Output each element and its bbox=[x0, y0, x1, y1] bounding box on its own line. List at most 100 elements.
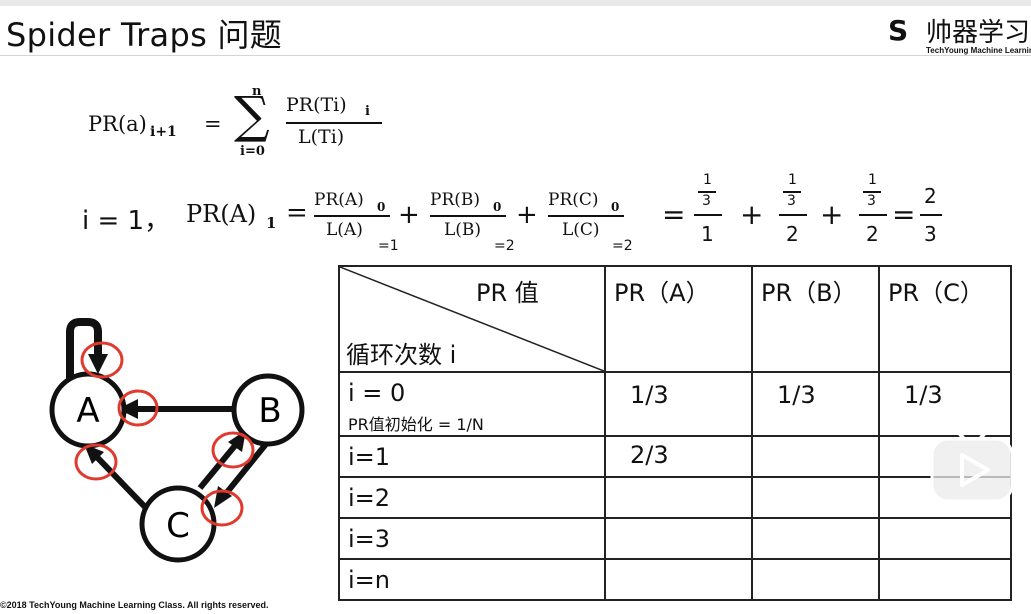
eval-2-inner-den: 3 bbox=[787, 193, 796, 209]
highlight-c-from-b bbox=[200, 489, 244, 527]
node-a-label: A bbox=[76, 391, 99, 431]
eval-3-inner-den: 3 bbox=[867, 193, 876, 209]
row-label-cell: i = 0 PR值初始化 = 1/N bbox=[338, 371, 606, 437]
row-label-cell: i=1 bbox=[338, 435, 606, 478]
node-b-label: B bbox=[258, 391, 281, 431]
plus-1: + bbox=[398, 200, 420, 230]
col-header-c-label: PR（C） bbox=[888, 279, 984, 307]
sigma-symbol: ∑ bbox=[234, 86, 270, 144]
table-cell bbox=[604, 517, 753, 560]
self-loop-head bbox=[88, 354, 108, 374]
term-b-denominator: L(B) bbox=[444, 220, 482, 240]
cell-value: 1/3 bbox=[777, 381, 816, 409]
term-c-num-sub: 0 bbox=[611, 200, 620, 214]
table-row: i=3 bbox=[338, 517, 1012, 560]
video-play-icon bbox=[930, 427, 1014, 503]
row-label: i=n bbox=[348, 566, 390, 594]
corner-top-label: PR 值 bbox=[476, 279, 539, 307]
top-strip bbox=[0, 0, 1031, 6]
eval-2-bar bbox=[779, 214, 807, 216]
table-cell: 2/3 bbox=[604, 435, 753, 478]
term-c-bar bbox=[548, 215, 624, 217]
eval-1-inner-den: 3 bbox=[702, 193, 711, 209]
col-header-c: PR（C） bbox=[878, 265, 1012, 373]
result-bar bbox=[920, 214, 942, 216]
term-b-num-sub: 0 bbox=[493, 200, 502, 214]
plus-3: + bbox=[740, 198, 764, 231]
highlight-a-in bbox=[117, 389, 159, 427]
term-a-denominator: L(A) bbox=[326, 220, 363, 240]
iteration-lhs: PR(A) bbox=[186, 200, 257, 228]
node-c-label: C bbox=[166, 506, 190, 546]
col-header-a: PR（A） bbox=[604, 265, 753, 373]
formula-lhs: PR(a) bbox=[88, 112, 147, 136]
plus-4: + bbox=[820, 198, 844, 231]
title-divider bbox=[0, 55, 1031, 56]
table-cell bbox=[604, 476, 753, 519]
formula-equals: = bbox=[204, 112, 222, 136]
fraction-bar bbox=[286, 122, 382, 124]
table-cell bbox=[604, 558, 753, 601]
sum-lower: i=0 bbox=[240, 144, 265, 159]
formula-lhs-sub: i+1 bbox=[150, 124, 177, 140]
node-b bbox=[231, 373, 305, 447]
plus-2: + bbox=[516, 200, 538, 230]
result-num: 2 bbox=[924, 184, 937, 208]
term-a-den-note: =1 bbox=[378, 238, 399, 254]
eval-1-den: 1 bbox=[701, 222, 714, 246]
row-label: i=3 bbox=[348, 525, 391, 553]
term-c-denominator: L(C) bbox=[562, 220, 600, 240]
link-graph: A B C bbox=[48, 318, 308, 568]
eval-1-bar bbox=[694, 214, 722, 216]
highlight-a-from-c bbox=[74, 443, 118, 481]
equals-2: = bbox=[662, 198, 686, 231]
formula-numerator: PR(Ti) bbox=[286, 94, 347, 116]
eval-2-inner-bar bbox=[783, 191, 801, 193]
table-row: i=n bbox=[338, 558, 1012, 601]
edge-c-to-a-head bbox=[84, 444, 104, 464]
iteration-formula: i = 1， PR(A) 1 = PR(A) 0 L(A) =1 + PR(B)… bbox=[80, 170, 960, 260]
eval-2-inner-num: 1 bbox=[788, 172, 797, 188]
table-cell: 1/3 bbox=[751, 371, 880, 437]
formula-numerator-sub: i bbox=[365, 104, 370, 119]
cell-value: 1/3 bbox=[630, 381, 669, 409]
cell-value: 1/3 bbox=[904, 381, 943, 409]
table-row: i=2 bbox=[338, 476, 1012, 519]
term-a-num-sub: 0 bbox=[377, 200, 386, 214]
result-den: 3 bbox=[924, 222, 937, 246]
iteration-lhs-sub: 1 bbox=[266, 214, 277, 232]
table-cell bbox=[751, 476, 880, 519]
table-cell: 1/3 bbox=[604, 371, 753, 437]
edge-c-to-a bbox=[91, 451, 149, 511]
eval-3-inner-bar bbox=[863, 191, 881, 193]
self-loop-arrow bbox=[66, 318, 102, 384]
table-row: i=1 2/3 bbox=[338, 435, 1012, 478]
highlight-b-from-c bbox=[211, 431, 255, 469]
col-header-b: PR（B） bbox=[751, 265, 880, 373]
eval-3-bar bbox=[859, 214, 887, 216]
corner-diagonal bbox=[340, 267, 604, 372]
formula-denominator: L(Ti) bbox=[298, 126, 345, 148]
table-cell bbox=[878, 517, 1012, 560]
table-cell bbox=[878, 558, 1012, 601]
table-cell: 1/3 bbox=[878, 371, 1012, 437]
table-cell bbox=[751, 517, 880, 560]
term-b-numerator: PR(B) bbox=[430, 190, 480, 210]
corner-cell: PR 值 循环次数 i bbox=[338, 265, 606, 373]
pr-table: PR 值 循环次数 i PR（A） PR（B） PR（C） i = 0 PR值初… bbox=[338, 265, 1012, 601]
corner-bottom-label: 循环次数 i bbox=[346, 341, 457, 369]
table-cell bbox=[751, 558, 880, 601]
row-label-cell: i=n bbox=[338, 558, 606, 601]
eval-3-den: 2 bbox=[866, 222, 879, 246]
row-label: i = 0 bbox=[348, 379, 406, 407]
term-a-bar bbox=[314, 215, 390, 217]
highlight-self-loop bbox=[80, 341, 124, 379]
table-cell bbox=[751, 435, 880, 478]
col-header-a-label: PR（A） bbox=[614, 279, 710, 307]
eval-1-inner-num: 1 bbox=[703, 172, 712, 188]
iteration-prefix: i = 1， bbox=[82, 206, 171, 236]
logo-name: 帅器学习 bbox=[926, 18, 1031, 48]
video-play-button[interactable] bbox=[928, 425, 1016, 505]
iteration-equals: = bbox=[286, 198, 308, 228]
term-c-den-note: =2 bbox=[612, 238, 633, 254]
